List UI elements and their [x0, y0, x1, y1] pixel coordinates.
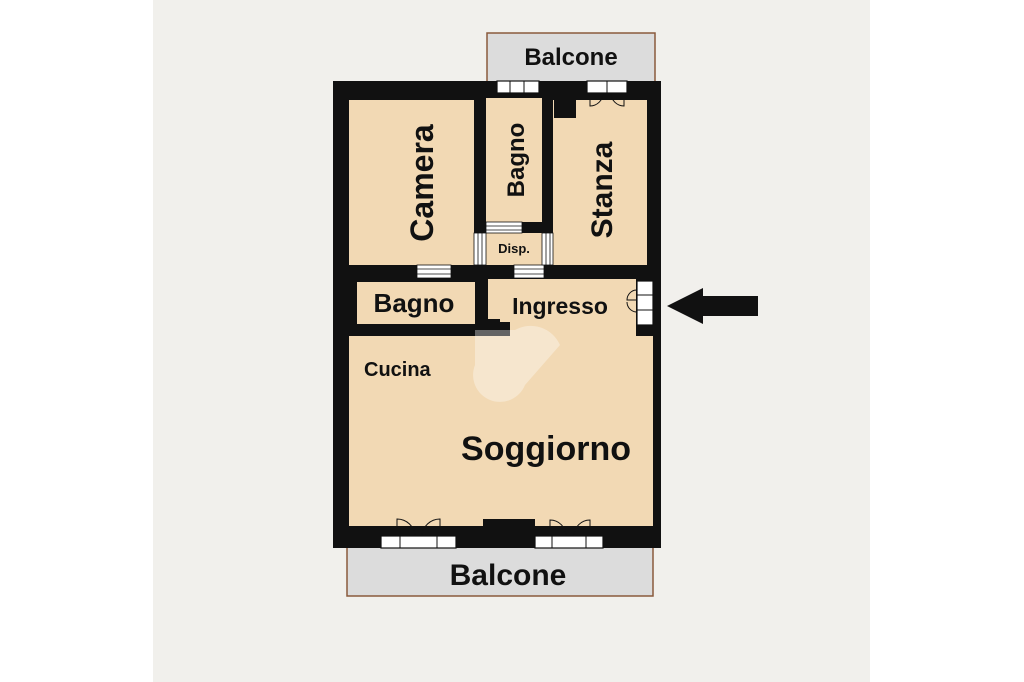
bagno-upper-floor — [486, 98, 542, 222]
balcony-bottom-floor — [346, 545, 654, 597]
window-soggiorno-left — [380, 535, 457, 549]
camera-floor — [349, 100, 474, 265]
threshold-bagno — [485, 221, 523, 234]
window-soggiorno-right — [534, 535, 604, 549]
door-swing — [396, 518, 416, 537]
stanza-label: Stanza — [586, 141, 619, 238]
door-swing — [626, 301, 638, 313]
bottom-pillar — [483, 519, 535, 548]
cucina-label: Cucina — [364, 359, 432, 381]
ingresso-passage — [500, 316, 636, 340]
entrance-door-frame — [636, 280, 654, 326]
room-floors — [349, 98, 653, 526]
balcony-bottom: Balcone — [346, 545, 654, 597]
window-mullions — [399, 81, 653, 548]
balcony-top: Balcone — [486, 32, 656, 84]
door-swing — [626, 289, 638, 301]
soggiorno-label: Soggiorno — [461, 430, 631, 468]
balcone-top-label: Balcone — [524, 44, 617, 71]
bagno-lower-label: Bagno — [374, 288, 455, 318]
cucina-corner — [488, 322, 510, 336]
thresholds — [416, 221, 554, 279]
soggiorno-floor — [349, 336, 653, 526]
camera-label: Camera — [404, 124, 440, 242]
stanza-pillar — [554, 92, 576, 118]
door-swing — [589, 92, 604, 107]
watermark-shape — [473, 325, 560, 402]
door-swing — [549, 519, 567, 537]
ingresso-label: Ingresso — [512, 293, 608, 319]
threshold-disp-left — [473, 232, 487, 266]
balcone-bottom-label: Balcone — [450, 559, 567, 592]
door-swing — [573, 519, 591, 537]
bagno-upper-label: Bagno — [503, 123, 530, 198]
threshold-lines — [417, 225, 551, 275]
door-swing — [610, 92, 625, 107]
door-swings — [396, 92, 638, 537]
disp-label: Disp. — [498, 241, 530, 256]
bagno-lower-floor — [357, 282, 475, 324]
disp-floor — [486, 233, 542, 265]
threshold-disp — [513, 264, 545, 279]
wall-details — [395, 92, 576, 548]
watermark-logo — [473, 325, 560, 402]
door-swing — [421, 518, 441, 537]
ingresso-floor — [488, 279, 636, 319]
threshold-disp-right — [541, 232, 554, 266]
window-bagno-top — [496, 80, 540, 94]
camera-top-notch — [395, 92, 460, 100]
stanza-floor — [553, 100, 647, 265]
threshold-camera — [416, 264, 452, 279]
arrow-left-icon — [667, 288, 758, 324]
